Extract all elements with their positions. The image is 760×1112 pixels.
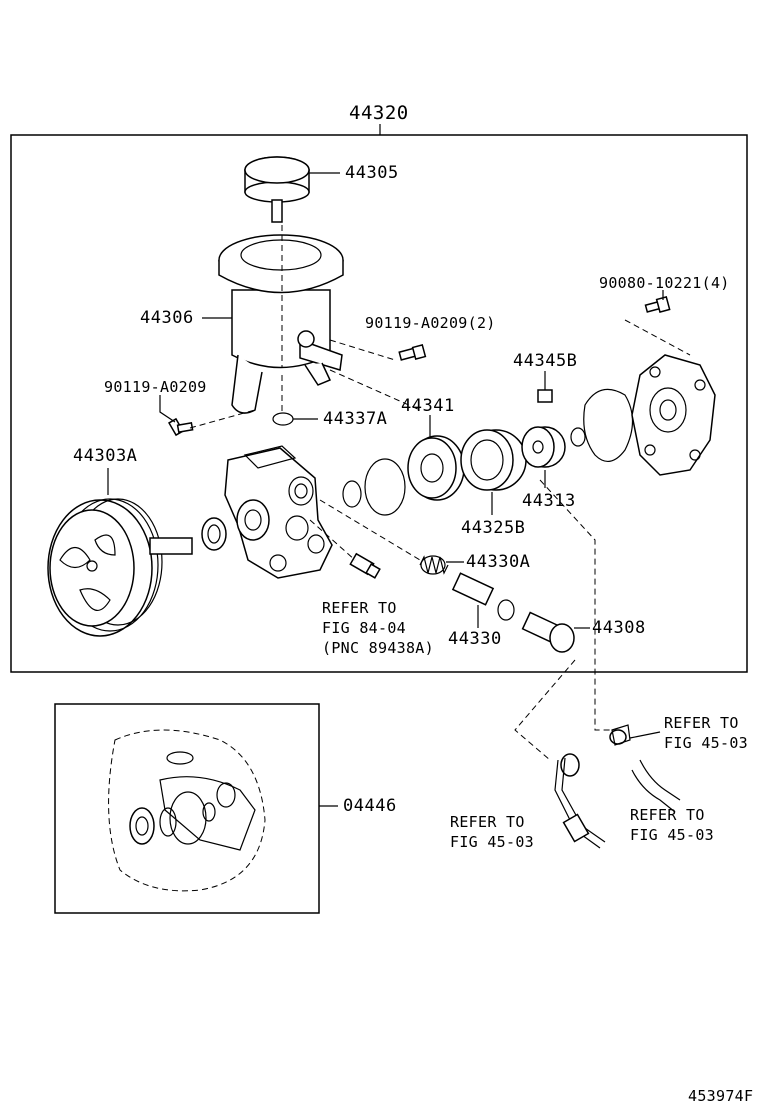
bolt-10221	[644, 290, 671, 313]
sensor-ref-line-1: REFER TO	[322, 599, 397, 617]
label-plate: 44341	[401, 396, 455, 416]
rotor	[521, 426, 566, 488]
pressure-hose-ref-line-2: FIG 45-03	[450, 833, 534, 851]
flow-valve	[451, 572, 515, 628]
sensor-ref-line-3: (PNC 89438A)	[322, 639, 434, 657]
dash-line-4	[329, 369, 421, 411]
small-seal	[570, 427, 586, 447]
label-union: 44308	[592, 618, 646, 638]
label-ring-44345b: 44345B	[513, 351, 578, 371]
gasket-kit-illustration	[108, 729, 266, 892]
clamp-ref-line-2: FIG 45-03	[664, 734, 748, 752]
label-bolt-10221: 90080-10221(4)	[599, 274, 730, 292]
shaft-bearing	[201, 517, 227, 551]
bolt-a0209-lower	[159, 395, 194, 437]
dash-line-5	[189, 409, 256, 429]
gasket-kit-frame	[54, 703, 320, 914]
pressure-sensor	[349, 552, 381, 579]
bolt-a0209-upper	[398, 343, 427, 361]
label-reservoir-cap: 44305	[345, 163, 399, 183]
large-o-ring	[364, 458, 406, 516]
cover-gasket	[583, 388, 634, 462]
dash-line-3	[329, 339, 396, 361]
sensor-ref-line-2: FIG 84-04	[322, 619, 406, 637]
reservoir-cap	[244, 156, 340, 223]
cam-ring	[460, 429, 527, 515]
flow-spring	[419, 555, 464, 575]
label-pulley: 44303A	[73, 446, 138, 466]
return-hose	[609, 724, 681, 813]
return-hose-ref-line-2: FIG 45-03	[630, 826, 714, 844]
clamp-ref-line-1: REFER TO	[664, 714, 739, 732]
rear-cover	[631, 354, 716, 476]
label-valve: 44330	[448, 629, 502, 649]
assembly-number: 44320	[349, 102, 409, 124]
dash-line-9	[539, 479, 610, 731]
label-cam-ring: 44325B	[461, 518, 526, 538]
dash-line-7	[309, 519, 356, 561]
pulley	[47, 468, 193, 637]
figure-id: 453974F	[688, 1087, 754, 1105]
label-reservoir: 44306	[140, 308, 194, 328]
label-spring: 44330A	[466, 552, 531, 572]
pressure-hose	[554, 753, 606, 849]
label-bolt-a0209: 90119-A0209	[104, 378, 207, 396]
label-rotor: 44313	[522, 491, 576, 511]
dash-line-8	[624, 319, 691, 356]
label-o-ring: 44337A	[323, 409, 388, 429]
pump-body	[224, 445, 333, 579]
assembly-frame	[10, 134, 748, 673]
label-bolt-a0209-2: 90119-A0209(2)	[365, 314, 496, 332]
label-gasket-kit: 04446	[343, 796, 397, 816]
side-plate	[407, 415, 465, 501]
small-o-ring	[342, 480, 362, 508]
return-hose-ref-line-1: REFER TO	[630, 806, 705, 824]
reservoir	[202, 234, 344, 414]
dash-line-10	[514, 659, 576, 761]
union-fitting	[521, 611, 590, 653]
pressure-hose-ref-line-1: REFER TO	[450, 813, 525, 831]
